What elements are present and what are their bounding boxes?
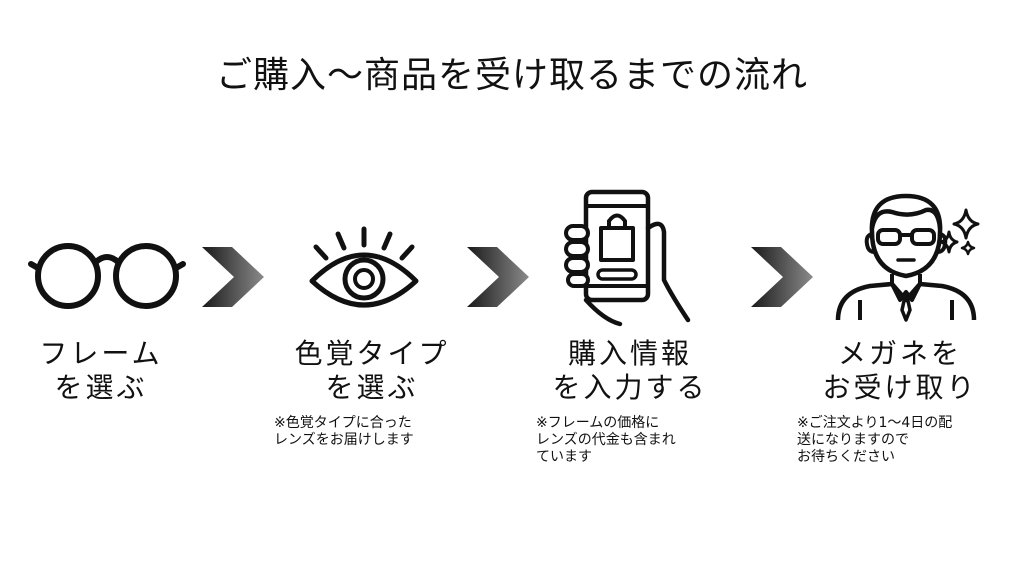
step-4-note: ※ご注文より1～4日の配 送になりますので お待ちください	[797, 415, 1019, 466]
chevron-right-icon	[202, 247, 264, 307]
step-2-label-line-2: を選ぶ	[325, 371, 419, 404]
chevron-right-icon	[751, 247, 813, 307]
step-4-note-line-2: 送になりますので	[797, 432, 909, 448]
step-4-label-line-2: お受け取り	[822, 371, 978, 404]
step-2-note-line-2: レンズをお届けします	[274, 432, 414, 448]
step-3-label-line-1: 購入情報	[567, 337, 692, 370]
step-4-note-line-1: ※ご注文より1～4日の配	[797, 415, 953, 431]
step-3-label-line-2: を入力する	[552, 371, 708, 404]
step-4-label-line-1: メガネを	[837, 337, 962, 370]
smartphone-shopping-icon	[564, 189, 691, 327]
step-3-note-line-1: ※フレームの価格に	[536, 415, 660, 431]
step-3-note: ※フレームの価格に レンズの代金も含まれ ています	[536, 415, 776, 466]
eye-icon	[309, 226, 419, 308]
step-2-note-line-1: ※色覚タイプに合った	[274, 415, 412, 431]
step-4-note-line-3: お待ちください	[797, 449, 895, 465]
chevron-right-icon	[467, 247, 529, 307]
step-3-note-line-2: レンズの代金も含まれ	[536, 432, 676, 448]
step-2-note: ※色覚タイプに合った レンズをお届けします	[274, 415, 514, 449]
step-2-label: 色覚タイプ を選ぶ	[262, 337, 482, 405]
step-3-label: 購入情報 を入力する	[520, 337, 740, 405]
glasses-icon	[28, 243, 186, 309]
person-with-glasses-icon	[835, 193, 977, 322]
step-1-label-line-2: を選ぶ	[54, 371, 148, 404]
page-title: ご購入～商品を受け取るまでの流れ	[215, 55, 808, 96]
step-4-label: メガネを お受け取り	[790, 337, 1010, 405]
step-2-label-line-1: 色覚タイプ	[294, 337, 450, 370]
step-1-label-line-1: フレーム	[39, 337, 163, 370]
sparkle-icon	[939, 208, 980, 256]
step-3-note-line-3: ています	[536, 449, 592, 465]
step-1-label: フレーム を選ぶ	[0, 337, 211, 405]
